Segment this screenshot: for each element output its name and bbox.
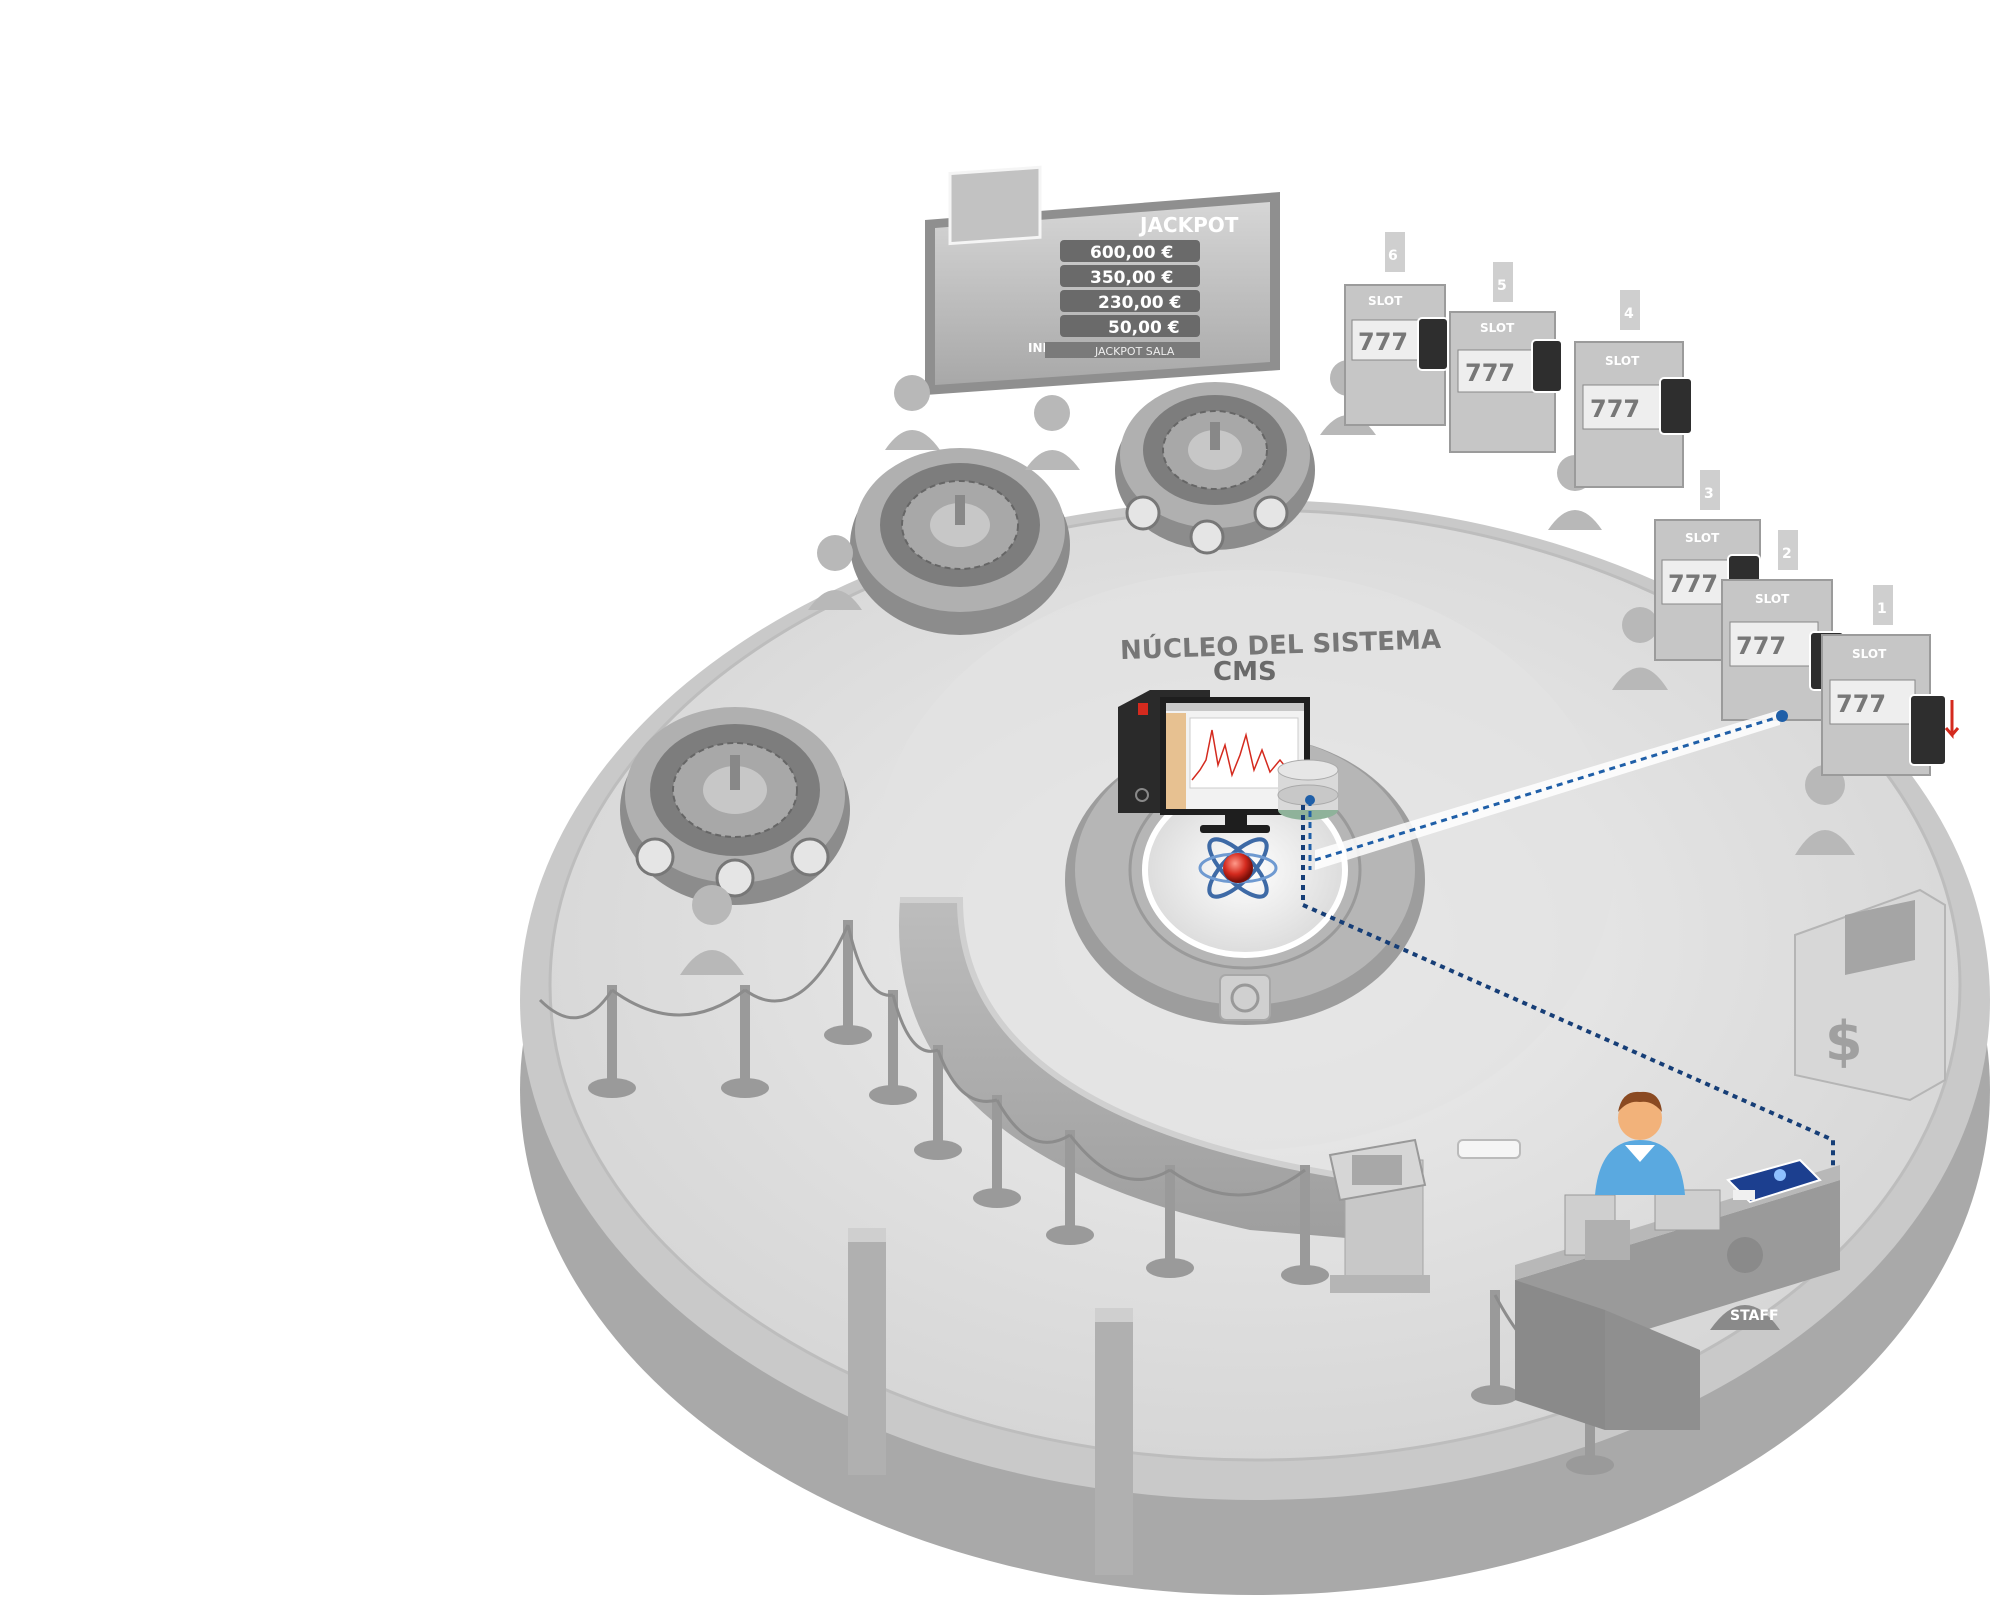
vault-icon [1219, 974, 1271, 1021]
roulette-table-3 [620, 707, 850, 905]
jackpot-amount-2: 350,00 € [1090, 268, 1173, 288]
connections [1301, 710, 1835, 1170]
system-core: NÚCLEO DEL SISTEMA CMS [1065, 623, 1441, 1025]
curved-wall [848, 897, 1371, 1575]
jackpot-footer: JACKPOT SALA [1094, 345, 1175, 358]
atm-machine: $ [1794, 888, 1946, 1102]
arrow-down-icon [1944, 700, 1960, 740]
card-reader-4 [1659, 377, 1693, 435]
card-reader-5 [1531, 339, 1563, 393]
slot-machine-1: 1 SLOT 777 [1821, 585, 1960, 776]
jackpot-screen: JACKPOT 600,00 € 350,00 € 230,00 € 50,00… [925, 165, 1280, 395]
slot-6-number: 6 [1388, 248, 1398, 264]
slot-2-number: 2 [1782, 546, 1792, 562]
slot-machine-4: 4 SLOT 777 [1574, 290, 1693, 488]
slot-2-label: SLOT [1755, 592, 1790, 606]
slot-5-reels: 777 [1465, 359, 1515, 387]
slot-5-label: SLOT [1480, 321, 1515, 335]
slot-6-reels: 777 [1358, 328, 1408, 356]
slot-1-number: 1 [1877, 601, 1887, 617]
monitor-icon [1118, 690, 1310, 833]
slot-machine-6: 6 SLOT 777 [1344, 232, 1449, 426]
router-device [1457, 1139, 1521, 1159]
roulette-table-1 [850, 448, 1070, 635]
cashier-connection-line [1301, 805, 1835, 1170]
atom-icon [1198, 837, 1278, 899]
card-reader-6 [1417, 317, 1449, 371]
staff-label: STAFF [1730, 1308, 1779, 1324]
slot-machine-5: 5 SLOT 777 [1449, 262, 1563, 453]
card-reader-1 [1909, 694, 1947, 766]
slot-4-reels: 777 [1590, 395, 1640, 423]
person-icon [1595, 1091, 1685, 1195]
slot-5-number: 5 [1497, 278, 1507, 294]
queue-barrier [538, 920, 1614, 1475]
slot-6-label: SLOT [1368, 294, 1403, 308]
slot-3-label: SLOT [1685, 531, 1720, 545]
database-icon [1277, 759, 1339, 820]
slot-2-reels: 777 [1736, 632, 1786, 660]
slot-1-reels: 777 [1836, 690, 1886, 718]
core-subtitle: CMS [1213, 657, 1277, 687]
dollar-icon: $ [1825, 1010, 1863, 1073]
jackpot-title: JACKPOT [1138, 213, 1239, 237]
slot-4-label: SLOT [1605, 354, 1640, 368]
jackpot-amount-3: 230,00 € [1098, 293, 1181, 313]
slot-4-number: 4 [1624, 306, 1634, 322]
slot-3-number: 3 [1704, 486, 1714, 502]
payment-kiosk [1328, 1138, 1430, 1293]
slot-connection-line [1314, 714, 1783, 862]
slot-3-reels: 777 [1668, 570, 1718, 598]
roulette-table-2 [1115, 382, 1315, 555]
jackpot-amount-1: 600,00 € [1090, 243, 1173, 263]
jackpot-amount-4: 50,00 € [1108, 318, 1180, 338]
slot-1-label: SLOT [1852, 647, 1887, 661]
card-reader-icon [1726, 1158, 1822, 1204]
